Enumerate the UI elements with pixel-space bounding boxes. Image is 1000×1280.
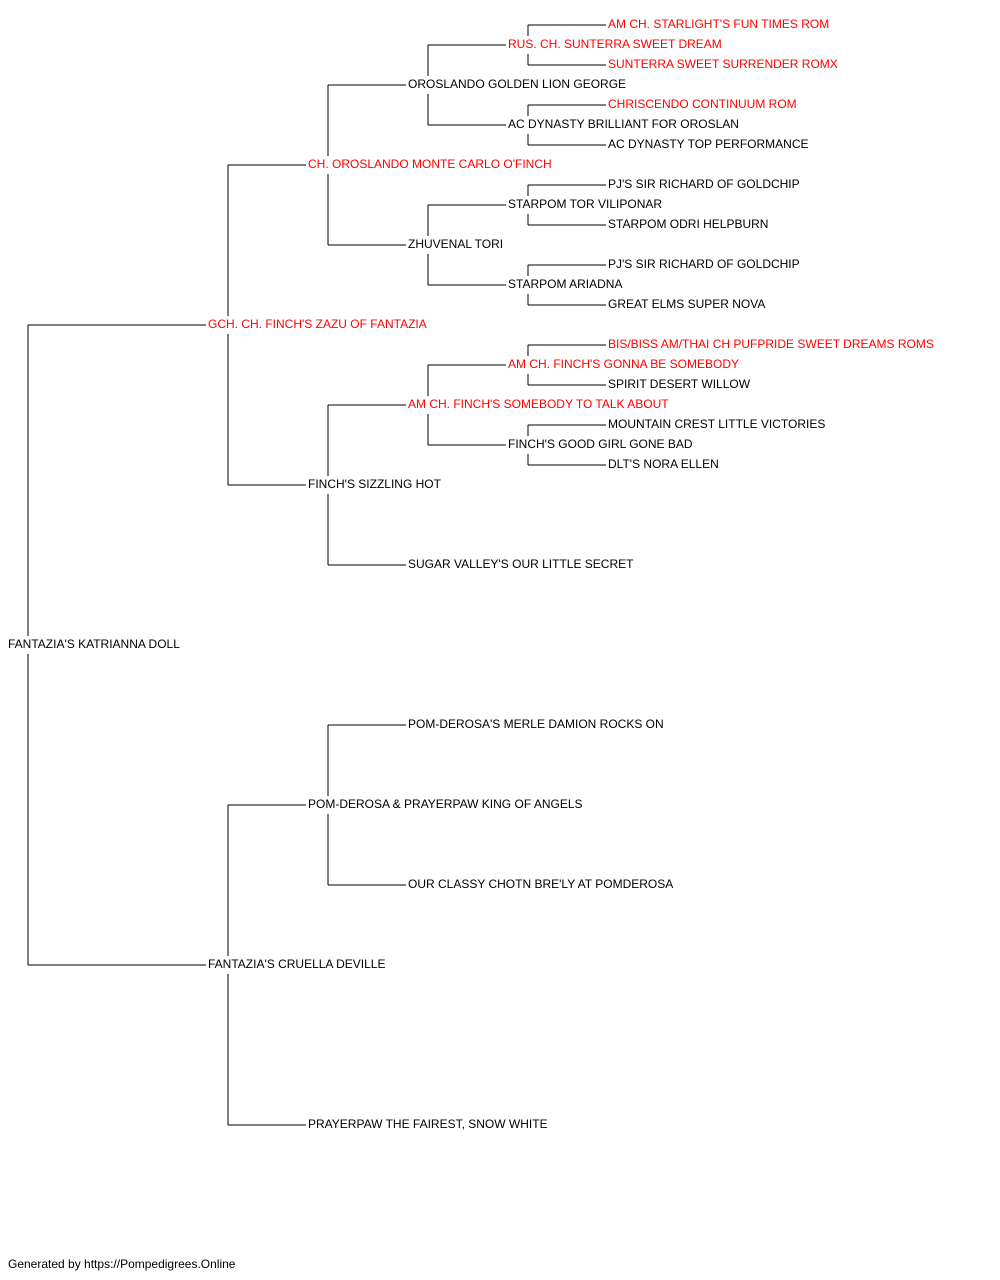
dog-name-pedigree.dam.sire.dam[interactable]: OUR CLASSY CHOTN BRE'LY AT POMDEROSA: [408, 877, 673, 891]
dog-name-pedigree.dam[interactable]: FANTAZIA'S CRUELLA DEVILLE: [208, 957, 385, 971]
dog-name-pedigree.sire.dam.sire.dam.sire[interactable]: MOUNTAIN CREST LITTLE VICTORIES: [608, 417, 825, 431]
dog-name-pedigree.dam.sire.sire[interactable]: POM-DEROSA'S MERLE DAMION ROCKS ON: [408, 717, 664, 731]
dog-name-pedigree.sire.dam[interactable]: FINCH'S SIZZLING HOT: [308, 477, 442, 491]
dog-name-pedigree.sire.sire.dam.sire.dam[interactable]: STARPOM ODRI HELPBURN: [608, 217, 768, 231]
dog-name-pedigree.sire.dam.sire.sire[interactable]: AM CH. FINCH'S GONNA BE SOMEBODY: [508, 357, 739, 371]
dog-name-pedigree.sire.sire.dam.dam.sire[interactable]: PJ'S SIR RICHARD OF GOLDCHIP: [608, 257, 800, 271]
dog-name-pedigree.sire.sire.dam[interactable]: ZHUVENAL TORI: [408, 237, 503, 251]
generated-by-footer: Generated by https://Pompedigrees.Online: [8, 1257, 236, 1271]
pedigree-connectors: [27, 24, 606, 1126]
dog-name-pedigree.sire.dam.sire.dam[interactable]: FINCH'S GOOD GIRL GONE BAD: [508, 437, 693, 451]
dog-name-pedigree.sire.dam.dam[interactable]: SUGAR VALLEY'S OUR LITTLE SECRET: [408, 557, 634, 571]
dog-name-pedigree.sire[interactable]: GCH. CH. FINCH'S ZAZU OF FANTAZIA: [208, 317, 427, 331]
dog-name-pedigree.sire.sire.sire.sire.dam[interactable]: SUNTERRA SWEET SURRENDER ROMX: [608, 57, 838, 71]
dog-name-pedigree.sire.sire[interactable]: CH. OROSLANDO MONTE CARLO O'FINCH: [308, 157, 552, 171]
dog-name-pedigree.sire.sire.sire.sire[interactable]: RUS. CH. SUNTERRA SWEET DREAM: [508, 37, 722, 51]
dog-name-pedigree.sire.sire.sire.sire.sire[interactable]: AM CH. STARLIGHT'S FUN TIMES ROM: [608, 17, 829, 31]
dog-name-pedigree.sire.sire.dam.sire.sire[interactable]: PJ'S SIR RICHARD OF GOLDCHIP: [608, 177, 800, 191]
dog-name-pedigree.sire.dam.sire.sire.dam[interactable]: SPIRIT DESERT WILLOW: [608, 377, 751, 391]
dog-name-pedigree[interactable]: FANTAZIA'S KATRIANNA DOLL: [8, 637, 180, 651]
dog-name-pedigree.sire.sire.dam.dam[interactable]: STARPOM ARIADNA: [508, 277, 622, 291]
dog-name-pedigree.dam.sire[interactable]: POM-DEROSA & PRAYERPAW KING OF ANGELS: [308, 797, 583, 811]
dog-name-pedigree.dam.dam[interactable]: PRAYERPAW THE FAIREST, SNOW WHITE: [308, 1117, 548, 1131]
dog-name-pedigree.sire.sire.sire.dam[interactable]: AC DYNASTY BRILLIANT FOR OROSLAN: [508, 117, 739, 131]
pedigree-chart: FANTAZIA'S KATRIANNA DOLL GCH. CH. FINCH'…: [8, 17, 934, 1131]
pedigree-labels: FANTAZIA'S KATRIANNA DOLL GCH. CH. FINCH'…: [8, 17, 934, 1131]
dog-name-pedigree.sire.sire.dam.sire[interactable]: STARPOM TOR VILIPONAR: [508, 197, 662, 211]
dog-name-pedigree.sire.sire.sire.dam.sire[interactable]: CHRISCENDO CONTINUUM ROM: [608, 97, 797, 111]
dog-name-pedigree.sire.sire.sire[interactable]: OROSLANDO GOLDEN LION GEORGE: [408, 77, 626, 91]
dog-name-pedigree.sire.dam.sire.dam.dam[interactable]: DLT'S NORA ELLEN: [608, 457, 719, 471]
dog-name-pedigree.sire.dam.sire[interactable]: AM CH. FINCH'S SOMEBODY TO TALK ABOUT: [408, 397, 669, 411]
dog-name-pedigree.sire.dam.sire.sire.sire[interactable]: BIS/BISS AM/THAI CH PUFPRIDE SWEET DREAM…: [608, 337, 934, 351]
dog-name-pedigree.sire.sire.sire.dam.dam[interactable]: AC DYNASTY TOP PERFORMANCE: [608, 137, 809, 151]
dog-name-pedigree.sire.sire.dam.dam.dam[interactable]: GREAT ELMS SUPER NOVA: [608, 297, 765, 311]
